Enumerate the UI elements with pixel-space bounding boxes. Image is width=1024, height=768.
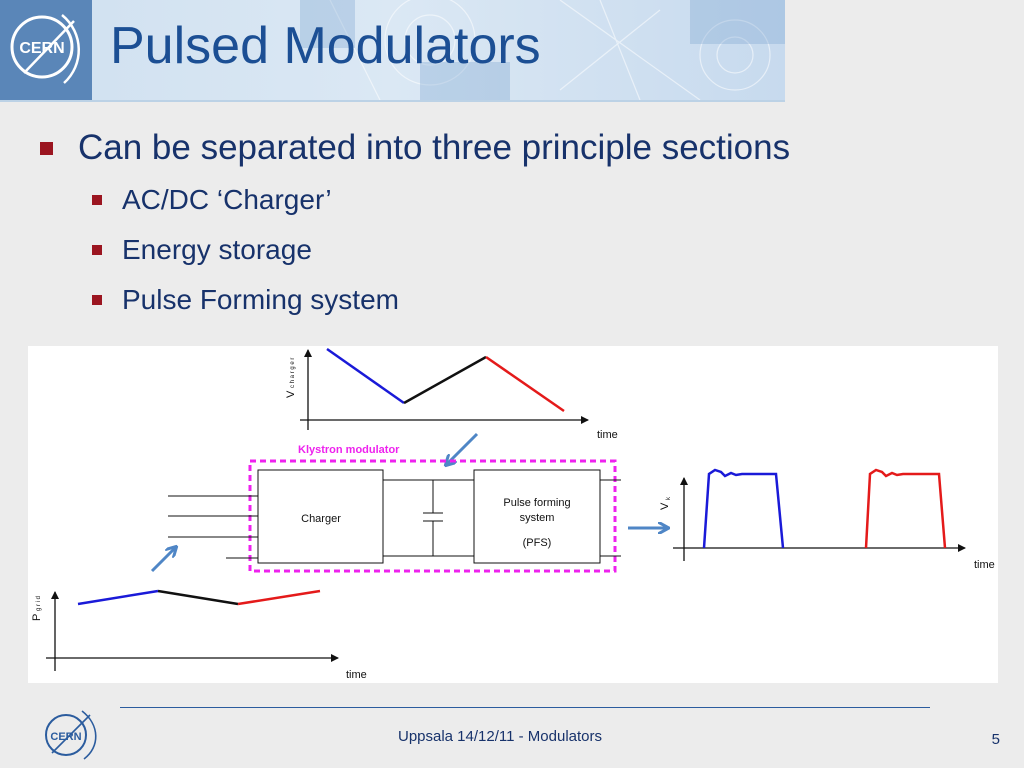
bullet-sub-text: Energy storage: [122, 234, 312, 265]
v-charger-ramp-segment: [403, 355, 487, 405]
pfs-box: [473, 469, 601, 564]
vk-y-subscript: k: [666, 496, 672, 500]
v-charger-y-subscript: c h a r g e r: [290, 358, 296, 388]
vk-y-label: V: [659, 502, 671, 510]
modulator-diagram-svg: time V c h a r g e r Klystron modulator …: [31, 347, 995, 681]
output-lines: [600, 479, 621, 557]
v-charger-fall-segment: [485, 355, 565, 413]
bullet-square-icon: [92, 195, 102, 205]
p-grid-y-subscript: g r i d: [36, 596, 42, 611]
bullet-sub-text: Pulse Forming system: [122, 284, 399, 315]
v-charger-x-label: time: [597, 429, 618, 441]
bullet-sub-energy-storage: Energy storage: [92, 234, 312, 266]
bullet-sub-pfs: Pulse Forming system: [92, 284, 399, 316]
pfs-label-line3: (PFS): [523, 537, 552, 549]
klystron-modulator-label: Klystron modulator: [298, 444, 400, 456]
bullet-square-icon: [92, 245, 102, 255]
bullet-main-text: Can be separated into three principle se…: [78, 128, 791, 167]
vk-pulse-1: [702, 468, 785, 549]
bullet-sub-text: AC/DC ‘Charger’: [122, 184, 332, 215]
p-grid-plot: time P g r i d: [31, 589, 367, 681]
pfs-label-line2: system: [520, 512, 555, 524]
page-title: Pulsed Modulators: [110, 17, 541, 75]
header-banner: CERN Pulsed Modulators: [0, 0, 785, 100]
bullet-square-icon: [40, 141, 53, 155]
bullet-square-icon: [92, 295, 102, 305]
footer-text: Uppsala 14/12/11 - Modulators: [397, 728, 602, 745]
pfs-label-line1: Pulse forming: [503, 497, 570, 509]
vk-plot: time V k: [659, 468, 995, 571]
p-grid-ramp-segment: [157, 589, 239, 606]
v-charger-plot: time V c h a r g e r: [285, 347, 618, 441]
input-lines: [168, 495, 258, 559]
vk-pulse-2: [864, 468, 947, 549]
modulator-diagram: time V c h a r g e r Klystron modulator …: [28, 346, 998, 683]
p-grid-rise-segment: [77, 589, 159, 606]
bullet-sub-charger: AC/DC ‘Charger’: [92, 184, 332, 216]
logo-text: CERN: [19, 40, 64, 57]
charger-box: [257, 469, 384, 564]
footer-logo-text: CERN: [50, 731, 81, 743]
footer-divider: [120, 707, 930, 708]
v-charger-rise-segment: [326, 347, 405, 405]
header-divider: [0, 100, 785, 102]
cern-logo-icon: CERN: [10, 14, 80, 84]
p-grid-fall-segment: [237, 589, 321, 606]
vk-x-label: time: [974, 559, 995, 571]
cern-footer-logo-icon: CERN: [45, 710, 97, 760]
p-grid-x-label: time: [346, 669, 367, 681]
header-background-collage: [0, 0, 785, 100]
p-grid-y-label: P: [31, 614, 43, 621]
charger-label: Charger: [301, 513, 341, 525]
input-arrow-icon: [150, 547, 176, 573]
bullet-main: Can be separated into three principle se…: [40, 128, 790, 168]
slide-number: 5: [991, 731, 1000, 748]
storage-capacitor-icon: [383, 479, 474, 557]
v-charger-y-label: V: [285, 390, 297, 398]
